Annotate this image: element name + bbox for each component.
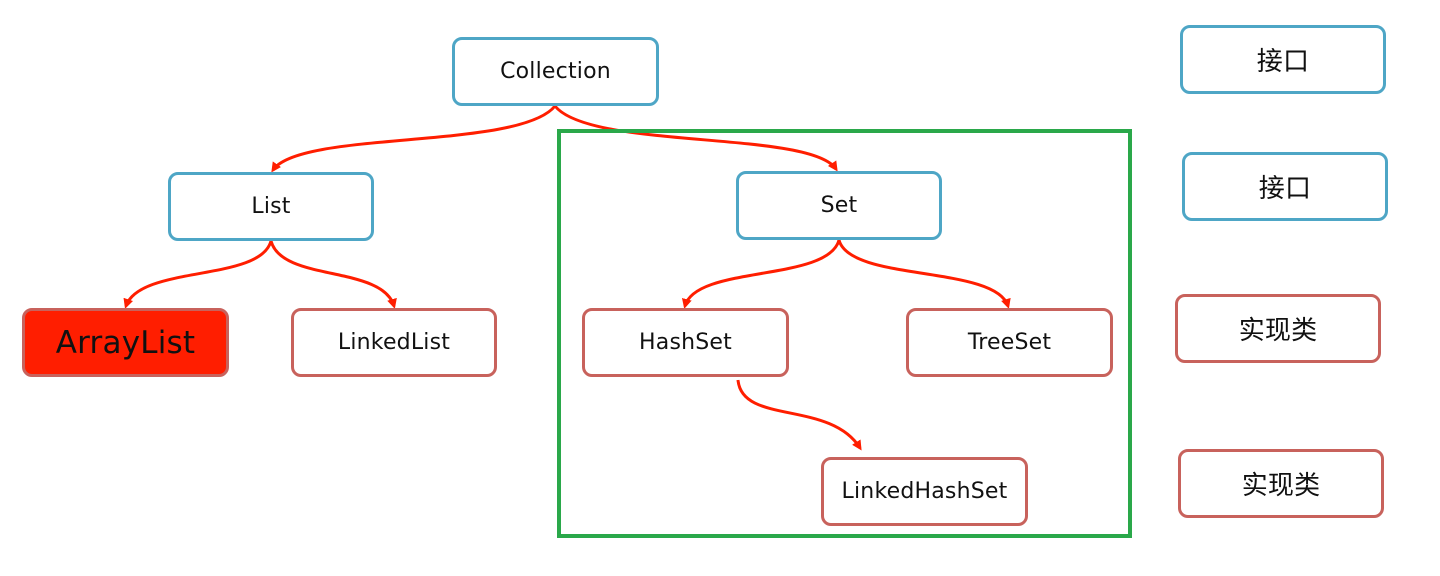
legend-implementation-2-label: 实现类 <box>1241 471 1321 501</box>
node-hashset[interactable]: HashSet <box>582 308 789 377</box>
node-set-label: Set <box>820 193 858 218</box>
node-treeset-label: TreeSet <box>967 330 1052 355</box>
node-treeset[interactable]: TreeSet <box>906 308 1113 377</box>
node-collection[interactable]: Collection <box>452 37 659 106</box>
legend-implementation-2: 实现类 <box>1178 449 1384 518</box>
node-arraylist[interactable]: ArrayList <box>22 308 229 377</box>
legend-interface-2: 接口 <box>1182 152 1388 221</box>
node-linkedlist-label: LinkedList <box>337 330 451 355</box>
node-set[interactable]: Set <box>736 171 942 240</box>
node-list-label: List <box>251 194 291 219</box>
node-linkedlist[interactable]: LinkedList <box>291 308 497 377</box>
edge-collection-list <box>271 105 557 173</box>
legend-implementation-1-label: 实现类 <box>1238 316 1318 346</box>
node-hashset-label: HashSet <box>639 330 732 355</box>
node-collection-label: Collection <box>500 59 611 84</box>
legend-implementation-1: 实现类 <box>1175 294 1381 363</box>
legend-interface-1: 接口 <box>1180 25 1386 94</box>
node-list[interactable]: List <box>168 172 374 241</box>
edge-list-linkedlist <box>269 240 397 309</box>
set-group-frame <box>557 129 1132 538</box>
edge-list-arraylist <box>123 240 273 309</box>
node-arraylist-label: ArrayList <box>55 324 196 361</box>
node-linkedhashset[interactable]: LinkedHashSet <box>821 457 1028 526</box>
legend-interface-2-label: 接口 <box>1258 174 1312 204</box>
node-linkedhashset-label: LinkedHashSet <box>841 479 1008 504</box>
legend-interface-1-label: 接口 <box>1256 47 1310 77</box>
